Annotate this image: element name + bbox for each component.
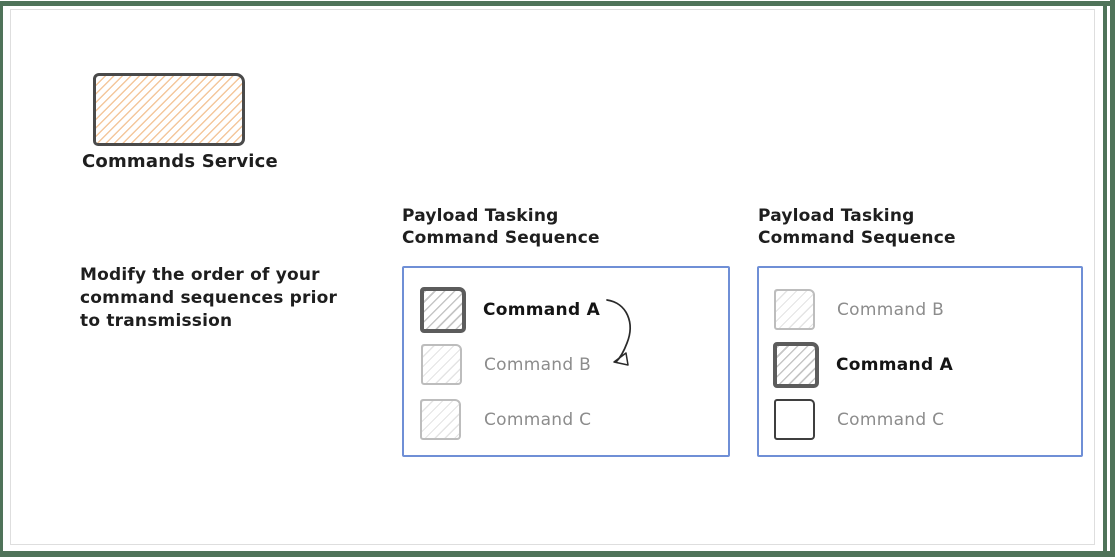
panel-2-title: Payload Tasking Command Sequence: [758, 205, 956, 249]
command-a-label: Command A: [483, 300, 601, 320]
panel-1-title-line-2: Command Sequence: [402, 228, 600, 248]
command-row: Command C: [420, 399, 591, 440]
sequence-panel-before: Command A Command B Command C: [402, 266, 730, 457]
note-line-1: Modify the order of your: [80, 265, 320, 285]
command-row: Command A: [420, 287, 600, 333]
frame-edge-top: [0, 1, 1115, 6]
panel-2-title-line-1: Payload Tasking: [758, 206, 915, 226]
command-b-label: Command B: [837, 299, 945, 320]
command-row: Command A: [773, 342, 953, 388]
panel-2-title-line-2: Command Sequence: [758, 228, 956, 248]
command-c-label: Command C: [837, 409, 945, 430]
commands-service-label: Commands Service: [82, 151, 278, 172]
sequence-panel-after: Command B Command A Command C: [757, 266, 1083, 457]
frame-edge-right-inner: [1103, 5, 1107, 551]
command-c-box: [774, 399, 815, 440]
panel-1-title: Payload Tasking Command Sequence: [402, 205, 600, 249]
note-text: Modify the order of your command sequenc…: [80, 264, 337, 333]
command-b-box: [774, 289, 815, 330]
command-row: Command C: [774, 399, 944, 440]
command-b-label: Command B: [484, 354, 592, 375]
frame-edge-left: [0, 1, 3, 556]
note-line-3: to transmission: [80, 311, 233, 331]
command-a-box: [773, 342, 819, 388]
frame-edge-right-outer: [1110, 0, 1115, 557]
command-a-box: [420, 287, 466, 333]
command-c-box: [420, 399, 461, 440]
note-line-2: command sequences prior: [80, 288, 338, 308]
frame-edge-bottom: [0, 551, 1115, 557]
command-b-box: [421, 344, 462, 385]
command-a-label: Command A: [836, 355, 954, 375]
command-c-label: Command C: [484, 409, 592, 430]
canvas-outline: [10, 9, 1095, 545]
panel-1-title-line-1: Payload Tasking: [402, 206, 559, 226]
command-row: Command B: [774, 289, 944, 330]
reorder-arrow-icon: [606, 299, 631, 366]
command-row: Command B: [421, 344, 591, 385]
commands-service-shape: [93, 73, 245, 146]
